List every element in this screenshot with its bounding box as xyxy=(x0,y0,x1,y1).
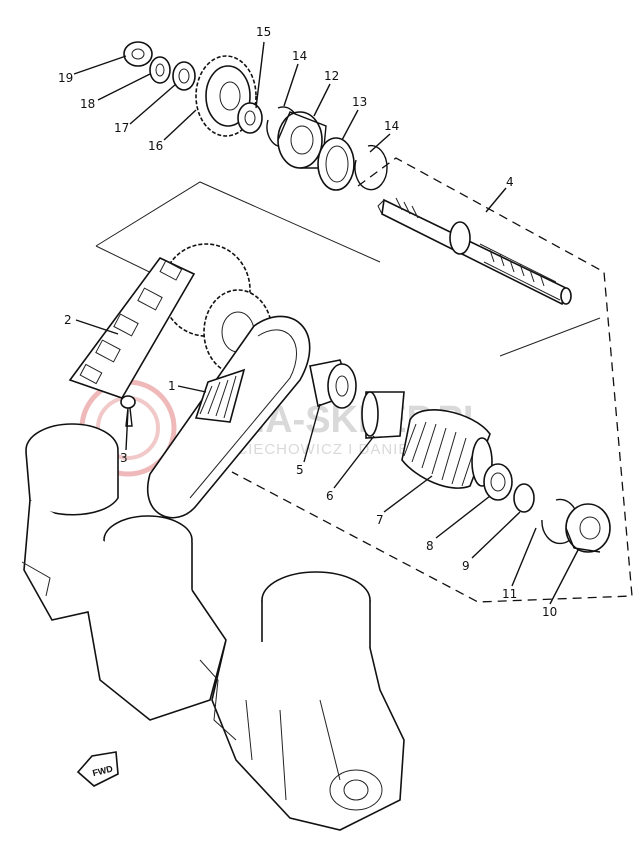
part-18-washer xyxy=(149,56,171,84)
part-5-clutch-hub xyxy=(309,359,357,409)
part-19-bearing xyxy=(123,41,153,67)
top-gear-cluster xyxy=(123,41,388,191)
part-1-chain-segment xyxy=(194,368,246,423)
callout-14-lower: 14 xyxy=(384,119,399,133)
callout-13: 13 xyxy=(352,95,367,109)
callout-6: 6 xyxy=(326,489,334,503)
callout-17: 17 xyxy=(114,121,129,135)
callout-7: 7 xyxy=(376,513,384,527)
callout-19: 19 xyxy=(58,71,73,85)
callout-16: 16 xyxy=(148,139,163,153)
callout-8: 8 xyxy=(426,539,434,553)
callout-18: 18 xyxy=(80,97,95,111)
callout-4: 4 xyxy=(506,175,514,189)
callout-12: 12 xyxy=(324,69,339,83)
part-2-guide-plate xyxy=(68,256,196,399)
part-12-bearing xyxy=(277,111,327,169)
callout-5: 5 xyxy=(296,463,304,477)
callout-numbers: 19 18 17 16 15 14 12 13 14 4 2 1 3 5 6 7… xyxy=(58,25,557,619)
fwd-arrow-icon: FWD xyxy=(76,751,119,787)
callout-3: 3 xyxy=(120,451,128,465)
fwd-label: FWD xyxy=(91,763,114,778)
part-4-shaft xyxy=(377,197,572,306)
callout-15: 15 xyxy=(256,25,271,39)
part-13-ring xyxy=(317,137,355,191)
crankcase-assembly xyxy=(21,423,405,831)
callout-11: 11 xyxy=(502,587,517,601)
part-3-bolt xyxy=(120,395,136,427)
part-14-circlip-lower xyxy=(354,144,388,191)
part-8-washer xyxy=(483,463,513,501)
part-10-bearing xyxy=(565,503,611,553)
callout-14-upper: 14 xyxy=(292,49,307,63)
part-7-drum xyxy=(401,409,493,489)
part-15-washer xyxy=(237,102,263,134)
callout-2: 2 xyxy=(64,313,72,327)
part-6-collar xyxy=(361,391,405,439)
assembly-boundary xyxy=(231,157,633,603)
callout-9: 9 xyxy=(462,559,470,573)
callout-1: 1 xyxy=(168,379,176,393)
callout-10: 10 xyxy=(542,605,557,619)
leader-lines xyxy=(73,41,579,605)
part-17-washer xyxy=(172,61,196,91)
part-9-circlip xyxy=(513,483,535,513)
